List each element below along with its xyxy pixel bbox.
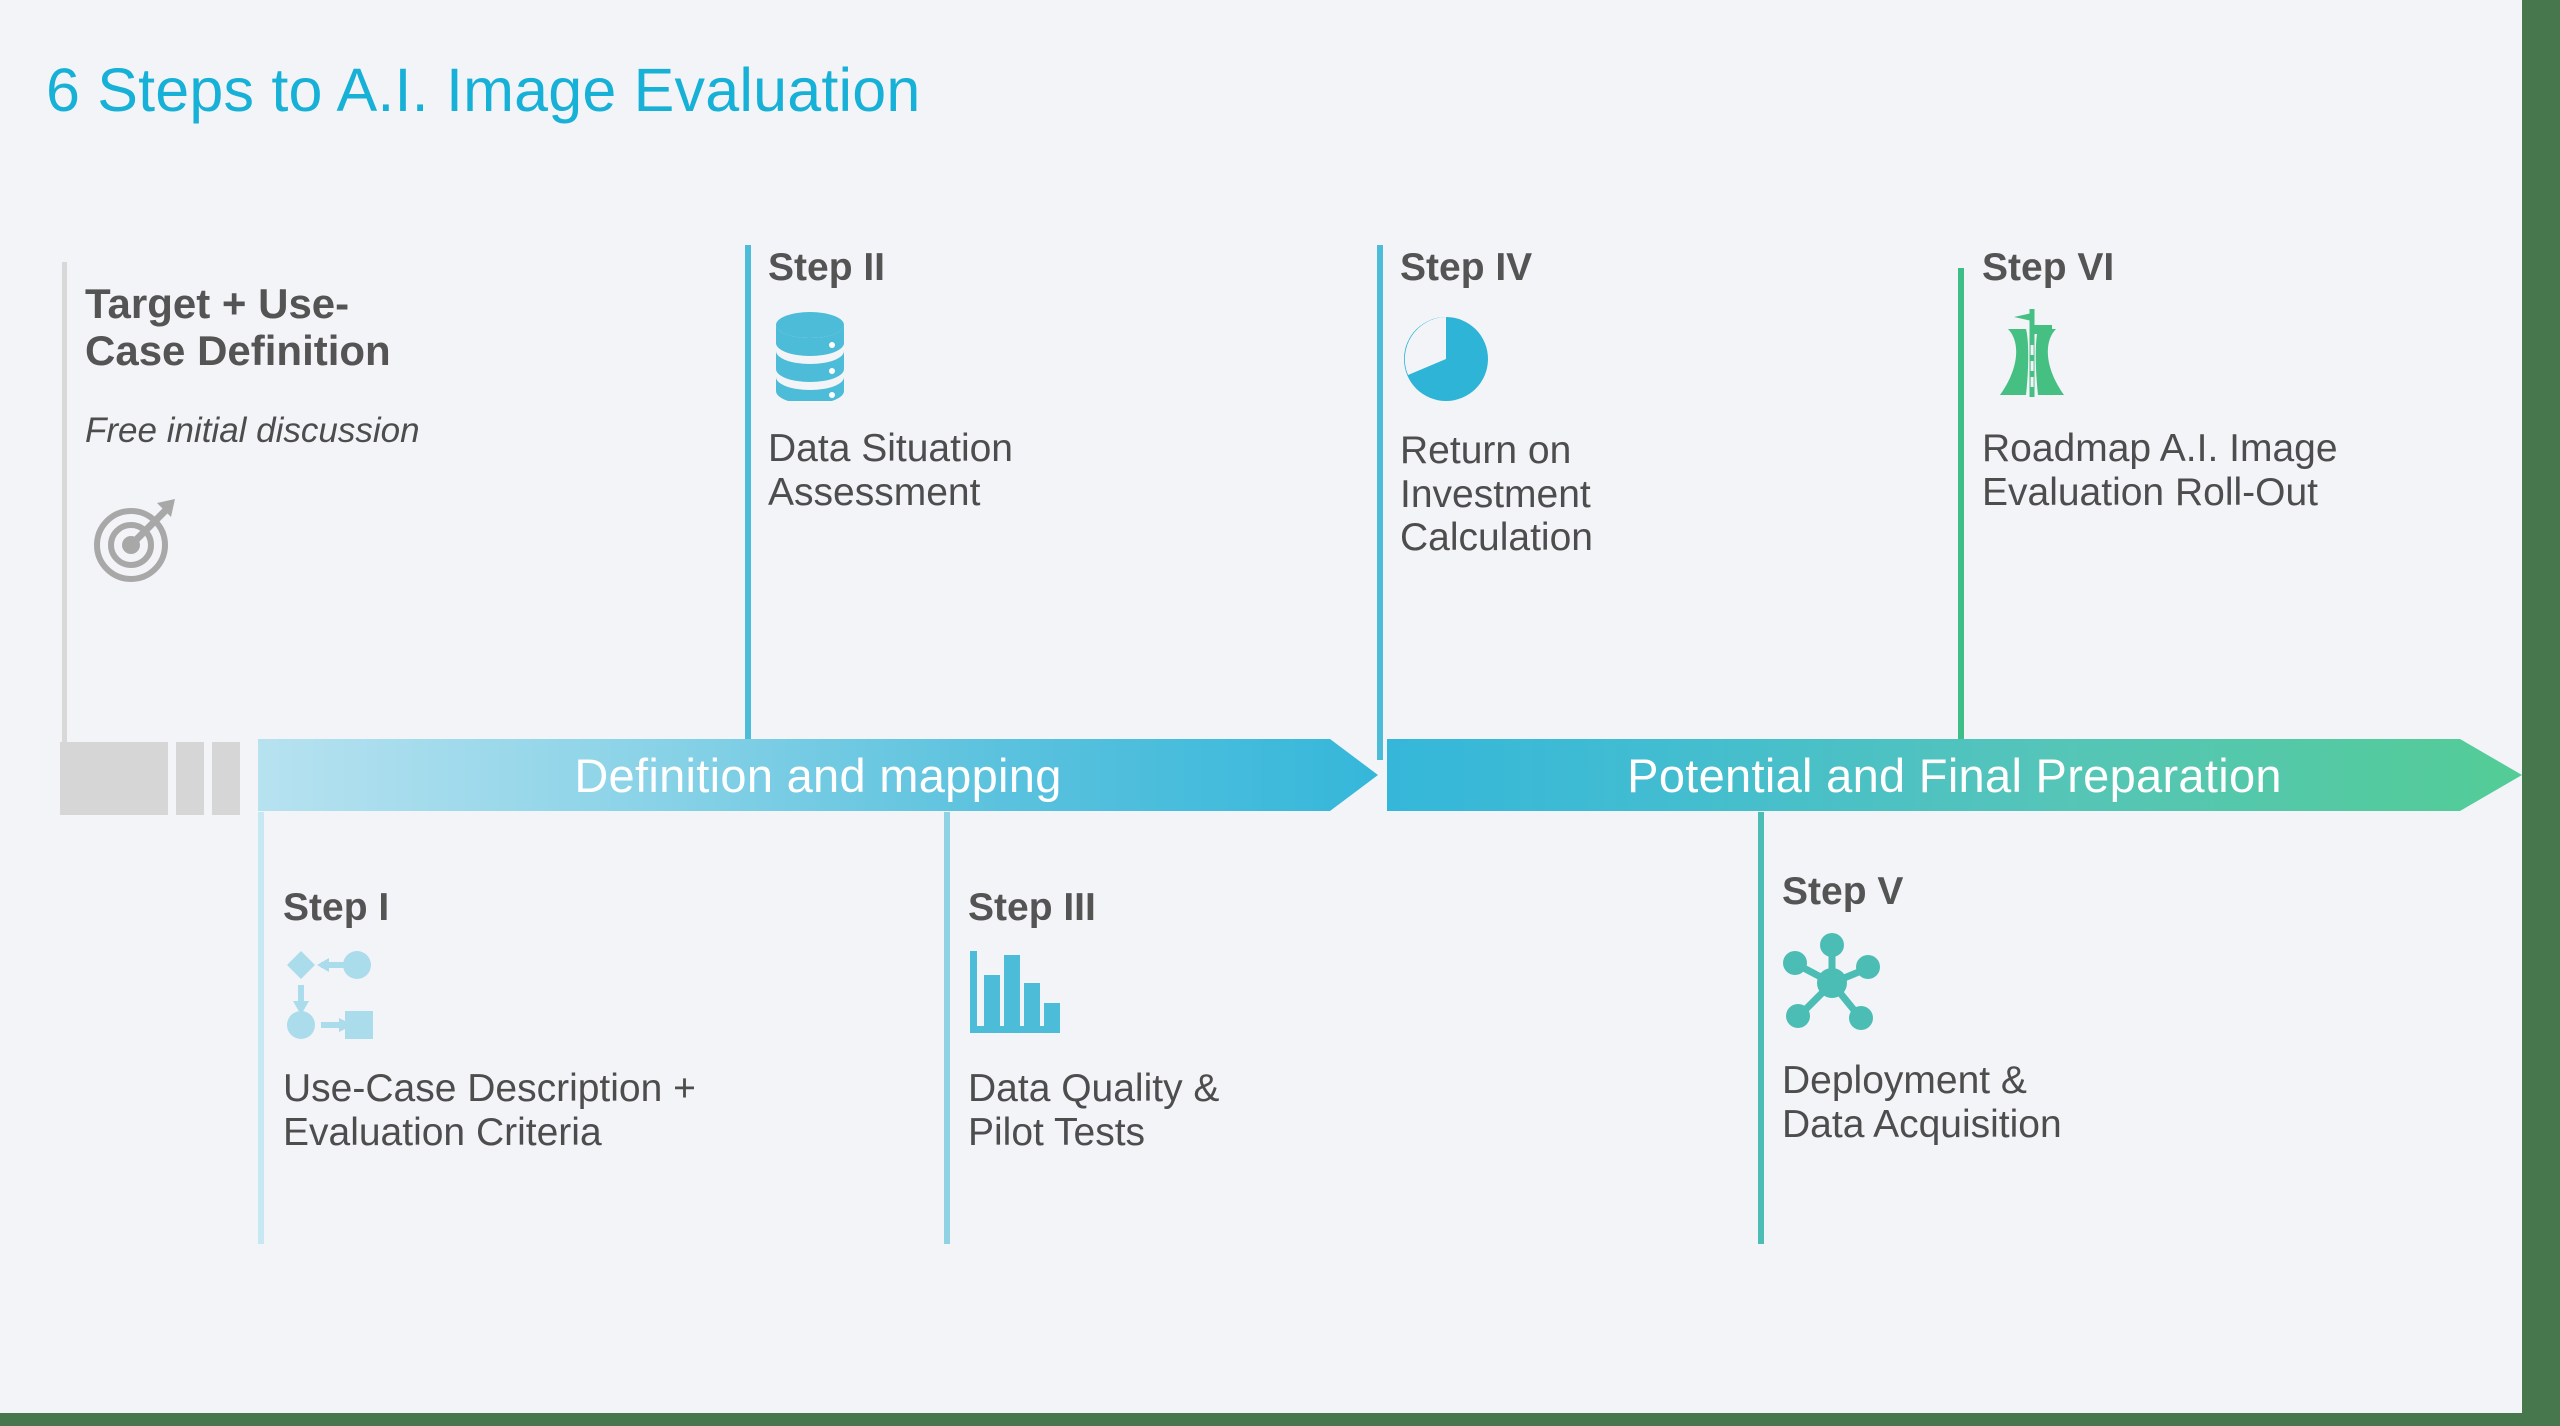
frame-border-right bbox=[2522, 0, 2560, 1426]
banner-segment-potential-and-final-preparation[interactable]: Potential and Final Preparation bbox=[1387, 739, 2522, 811]
lead-title: Target + Use- Case Definition bbox=[85, 280, 391, 375]
connector-line-step-3 bbox=[944, 812, 950, 1244]
step-5-label: Step V bbox=[1782, 870, 1904, 913]
banner-segment-2-label: Potential and Final Preparation bbox=[1627, 748, 2282, 802]
step-6-description: Roadmap A.I. Image Evaluation Roll-Out bbox=[1982, 426, 2338, 514]
bar-chart-icon bbox=[968, 947, 1588, 1039]
step-4-label: Step IV bbox=[1400, 246, 1533, 289]
connector-line-step-4 bbox=[1377, 245, 1383, 760]
step-1-label: Step I bbox=[283, 886, 390, 929]
step-block-6: Step VI Roadmap A.I. Image Evaluation Ro… bbox=[1982, 246, 2542, 514]
connector-line-step-5 bbox=[1758, 812, 1764, 1244]
step-3-description: Data Quality & Pilot Tests bbox=[968, 1066, 1220, 1154]
decor-gray-block-wide bbox=[60, 742, 168, 815]
banner-segment-1-label: Definition and mapping bbox=[574, 748, 1062, 802]
step-block-3: Step III Data Quality & Pilot Tests bbox=[968, 886, 1588, 1154]
network-hub-icon bbox=[1782, 931, 2402, 1031]
decor-gray-block-bar-2 bbox=[212, 742, 240, 815]
step-block-5: Step V Deployme bbox=[1782, 870, 2402, 1146]
step-1-description: Use-Case Description + Evaluation Criter… bbox=[283, 1066, 696, 1154]
step-3-label: Step III bbox=[968, 886, 1096, 929]
road-signpost-icon bbox=[1982, 305, 2542, 401]
page-title: 6 Steps to A.I. Image Evaluation bbox=[46, 56, 921, 124]
banner-segment-definition-and-mapping[interactable]: Definition and mapping bbox=[258, 739, 1378, 811]
step-2-description: Data Situation Assessment bbox=[768, 426, 1013, 514]
connector-line-step-2 bbox=[745, 245, 751, 760]
step-6-label: Step VI bbox=[1982, 246, 2115, 289]
lead-subtitle: Free initial discussion bbox=[85, 411, 420, 451]
frame-border-bottom bbox=[0, 1413, 2560, 1426]
connector-line-lead bbox=[62, 262, 67, 760]
step-block-2: Step II Data Situation Assessment bbox=[768, 246, 1348, 514]
step-block-1: Step I Use- bbox=[283, 886, 983, 1154]
target-bullseye-icon bbox=[85, 489, 705, 589]
flowchart-nodes-icon bbox=[283, 947, 983, 1039]
pie-chart-icon bbox=[1400, 311, 1960, 403]
step-5-description: Deployment & Data Acquisition bbox=[1782, 1058, 2062, 1146]
connector-line-step-1 bbox=[258, 812, 264, 1244]
step-block-4: Step IV Return on Investment Calculation bbox=[1400, 246, 1960, 560]
step-2-label: Step II bbox=[768, 246, 886, 289]
lead-block: Target + Use- Case Definition Free initi… bbox=[85, 280, 705, 589]
connector-line-step-6 bbox=[1958, 268, 1964, 760]
decor-gray-block-bar-1 bbox=[176, 742, 204, 815]
step-4-description: Return on Investment Calculation bbox=[1400, 428, 1593, 560]
database-cylinder-icon bbox=[768, 309, 1348, 404]
